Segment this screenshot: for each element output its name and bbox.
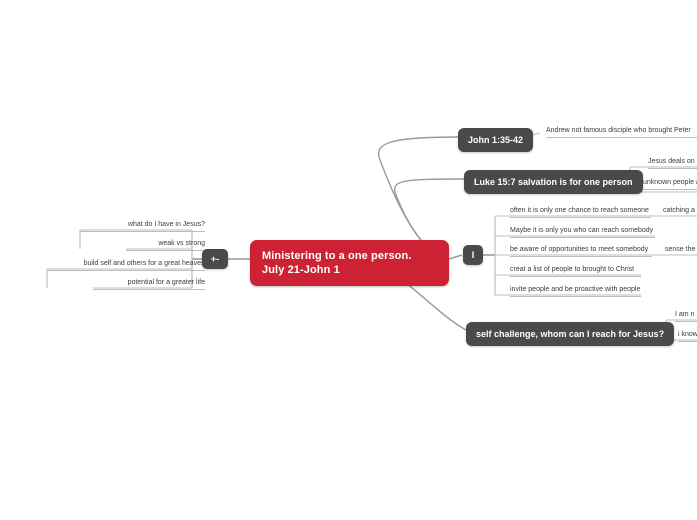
branch-node-self-challenge[interactable]: self challenge, whom can I reach for Jes… [466,322,675,346]
luke-leaf-1[interactable]: Jesus deals on ind [648,157,697,169]
left-leaf-4[interactable]: potential for a greater life [93,278,205,290]
left-leaf-1[interactable]: what do I have in Jesus? [80,220,205,232]
outreach-leaf-2[interactable]: Maybe it is only you who can reach someb… [510,226,655,238]
john-leaf-1[interactable]: Andrew not famous disciple who brought P… [546,126,697,138]
edge-root-to-outreach [448,254,463,260]
left-leaf-3[interactable]: build self and others for a great heaven [47,259,205,271]
outreach-leaf-1[interactable]: often it is only one chance to reach som… [510,206,651,218]
branch-node-luke[interactable]: Luke 15:7 salvation is for one person [464,170,643,194]
outreach-leaf-3[interactable]: be aware of opportunities to meet somebo… [510,245,652,257]
outreach-grandleaf-1[interactable]: catching a f [663,207,697,214]
self-challenge-leaf-1[interactable]: I am n [675,310,697,322]
root-node[interactable]: Ministering to a one person. July 21-Joh… [250,240,449,286]
self-challenge-leaf-2[interactable]: i know [678,330,697,342]
branch-node-outreach[interactable]: I [463,245,483,265]
outreach-grandleaf-2[interactable]: sense the Sp [665,246,697,253]
outreach-leaf-4[interactable]: creat a list of people to brought to Chr… [510,265,641,277]
left-branch-toggle[interactable]: +- [202,249,228,269]
branch-node-john[interactable]: John 1:35-42 [458,128,534,152]
luke-leaf-2[interactable]: unknown people a [643,178,697,190]
edge-root-to-self-challenge [399,278,467,331]
outreach-leaf-5[interactable]: invite people and be proactive with peop… [510,285,641,297]
left-leaf-2[interactable]: weak vs strong [126,239,205,251]
